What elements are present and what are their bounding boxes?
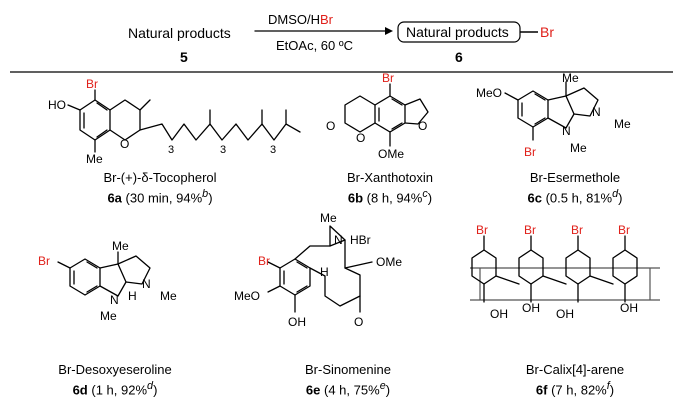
footnote: c [422, 188, 428, 200]
structure-6a: Br HO Me O 3 3 3 [48, 77, 301, 166]
caption-6d: Br-Desoxyeseroline 6d (1 h, 92%d) [30, 362, 200, 398]
reaction-time: 8 h [371, 190, 390, 206]
svg-text:N: N [142, 277, 151, 291]
svg-text:Me: Me [100, 309, 117, 323]
footnote: d [612, 188, 619, 200]
reaction-time: 1 h [95, 382, 114, 398]
svg-text:Me: Me [112, 239, 129, 253]
conditions: EtOAc, 60 ºC [276, 38, 353, 53]
compound-id: 6a [107, 190, 122, 206]
svg-text:OMe: OMe [378, 147, 404, 161]
svg-text:OH: OH [490, 307, 508, 321]
svg-text:Br: Br [38, 254, 50, 268]
product-number: 6 [455, 49, 463, 65]
structure-6b: Br O O O OMe [326, 71, 429, 161]
reagent-top: DMSO/HBr [268, 12, 334, 27]
svg-text:Me: Me [614, 117, 631, 131]
svg-text:Br: Br [86, 77, 98, 91]
reaction-time: 7 h [555, 382, 574, 398]
svg-text:Br: Br [618, 223, 630, 237]
yield: 94% [176, 190, 203, 206]
compound-name: Br-Sinomenine [305, 362, 391, 377]
svg-text:Me: Me [86, 152, 103, 166]
svg-text:N: N [110, 293, 119, 307]
footnote: e [379, 380, 386, 392]
reaction-time: 30 min [129, 190, 169, 206]
svg-text:MeO: MeO [234, 289, 260, 303]
compound-id: 6e [305, 382, 321, 398]
svg-text:H: H [320, 265, 329, 279]
reaction-time: 4 h [328, 382, 347, 398]
reactant-label: Natural products [128, 25, 231, 41]
svg-text:OH: OH [620, 301, 638, 315]
svg-text:Br: Br [382, 71, 394, 85]
structure-6f: Br Br Br Br OH OH OH OH [470, 223, 660, 321]
yield: 92% [121, 382, 148, 398]
svg-text:Br: Br [258, 254, 270, 268]
footnote: d [147, 380, 154, 392]
footnote: f [606, 380, 610, 392]
caption-6e: Br-Sinomenine 6e (4 h, 75%e) [258, 362, 438, 398]
svg-text:O: O [354, 315, 363, 329]
footnote: b [202, 188, 209, 200]
compound-name: Br-Xanthotoxin [347, 170, 433, 185]
svg-text:O: O [418, 119, 427, 133]
compound-name: Br-Desoxyeseroline [58, 362, 172, 377]
svg-text:O: O [326, 119, 335, 133]
svg-text:N: N [334, 233, 343, 247]
svg-text:MeO: MeO [476, 86, 502, 100]
product-label: Natural products [406, 24, 509, 40]
svg-text:OH: OH [522, 301, 540, 315]
svg-text:N: N [592, 105, 601, 119]
caption-6f: Br-Calix[4]-arene 6f (7 h, 82%f) [480, 362, 670, 398]
svg-text:Me: Me [160, 289, 177, 303]
yield: 75% [353, 382, 380, 398]
svg-text:Me: Me [562, 71, 579, 85]
structure-6c: MeO Me N Me N Me Br [476, 71, 631, 159]
reaction-time: 0.5 h [549, 190, 579, 206]
compound-id: 6b [347, 190, 364, 206]
compound-id: 6c [527, 190, 542, 206]
svg-text:H: H [128, 289, 137, 303]
compound-name: Br-(+)-δ-Tocopherol [103, 170, 217, 185]
svg-text:O: O [120, 137, 129, 151]
svg-text:3: 3 [220, 144, 226, 156]
compound-id: 6d [72, 382, 88, 398]
svg-text:3: 3 [168, 144, 174, 156]
svg-text:Br: Br [571, 223, 583, 237]
svg-text:Me: Me [570, 141, 587, 155]
compound-id: 6f [535, 382, 548, 398]
svg-text:O: O [356, 131, 365, 145]
svg-text:OMe: OMe [376, 255, 402, 269]
svg-text:Br: Br [524, 223, 536, 237]
yield: 82% [580, 382, 607, 398]
svg-text:Me: Me [320, 211, 337, 225]
caption-6c: Br-Esermethole 6c (0.5 h, 81%d) [490, 170, 660, 206]
compound-name: Br-Esermethole [529, 170, 621, 185]
svg-text:Br: Br [476, 223, 488, 237]
svg-text:OH: OH [556, 307, 574, 321]
yield: 94% [396, 190, 423, 206]
arrow-head-icon [385, 27, 393, 35]
svg-text:Br: Br [524, 145, 536, 159]
structure-6e: Br Me N HBr H OMe MeO OH O [234, 211, 402, 329]
svg-text:N: N [562, 124, 571, 138]
structure-6d: Br Me N Me N H Me [38, 239, 177, 323]
product-br: Br [540, 24, 554, 40]
svg-text:HBr: HBr [350, 233, 371, 247]
reactant-number: 5 [180, 49, 188, 65]
svg-text:OH: OH [288, 315, 306, 329]
caption-6a: Br-(+)-δ-Tocopherol 6a (30 min, 94%b) [60, 170, 260, 206]
svg-text:HO: HO [48, 98, 66, 112]
caption-6b: Br-Xanthotoxin 6b (8 h, 94%c) [300, 170, 480, 206]
yield: 81% [586, 190, 613, 206]
compound-name: Br-Calix[4]-arene [525, 362, 625, 377]
svg-text:3: 3 [270, 144, 276, 156]
